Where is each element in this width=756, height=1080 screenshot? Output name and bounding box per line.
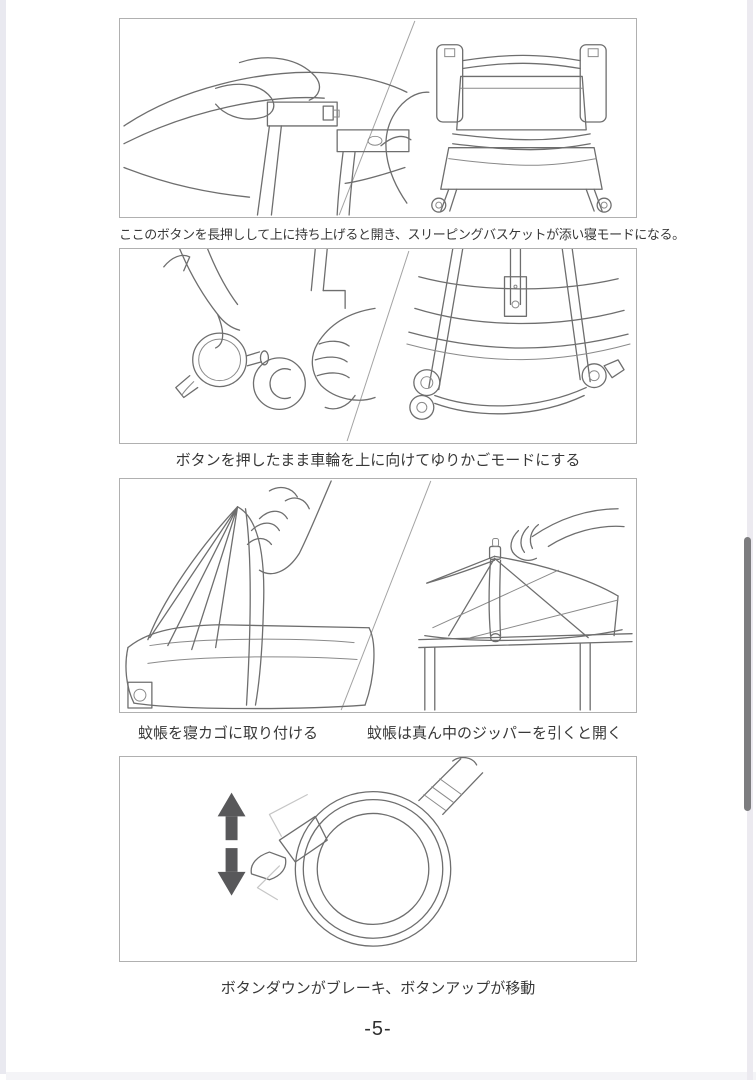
panel-cradle-mode (119, 248, 637, 444)
panel-co-sleeping-mode (119, 18, 637, 218)
caption-cradle-mode: ボタンを押したまま車輪を上に向けてゆりかごモードにする (175, 452, 581, 469)
up-arrow-icon (217, 792, 246, 841)
caption-co-sleeping-mode: ここのボタンを長押しして上に持ち上げると開き、スリーピングバスケットが添い寝モー… (119, 227, 685, 242)
illustration-mosquito-net-attach-and-zipper (125, 480, 633, 711)
caption-net-zipper: 蚊帳は真ん中のジッパーを引くと開く (366, 725, 622, 742)
page-number: -5- (364, 1018, 392, 1040)
caption-caster-brake: ボタンダウンがブレーキ、ボタンアップが移動 (220, 980, 536, 997)
illustration-wheel-button-and-rockers (163, 249, 631, 442)
down-arrow-icon (217, 848, 246, 896)
illustration-caster-wheel-brake (217, 757, 484, 947)
panel-mosquito-net (119, 478, 637, 713)
panel-caster-brake (119, 756, 637, 962)
caption-attach-net: 蚊帳を寝カゴに取り付ける (137, 725, 318, 742)
page-bottom-strip (6, 1072, 756, 1080)
illustration-hand-press-button-and-crib (123, 20, 612, 216)
scrollbar-thumb[interactable] (744, 537, 751, 811)
page-edge-strip (0, 0, 6, 1074)
